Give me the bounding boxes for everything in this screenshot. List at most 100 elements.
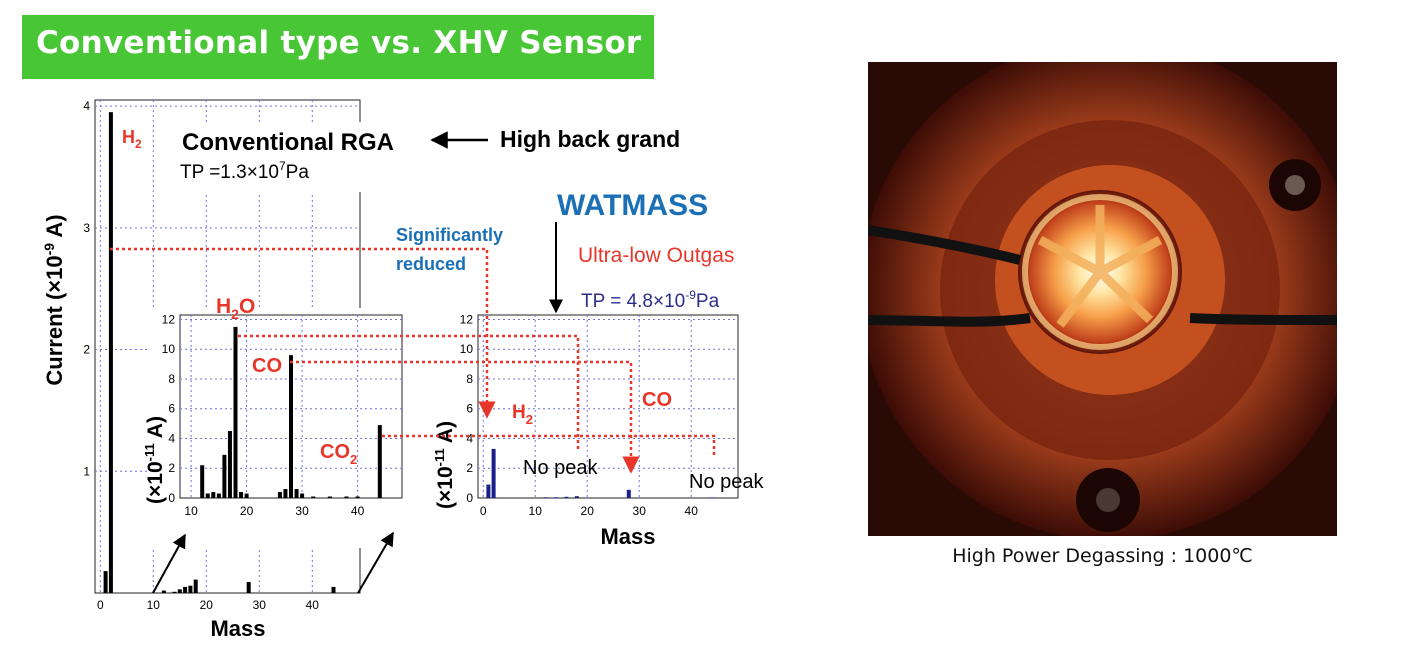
y-tick-label: 4 [466, 431, 473, 445]
watmass-co-label: CO [642, 389, 672, 411]
y-tick-label: 10 [460, 342, 474, 356]
x-tick-label: 20 [200, 598, 214, 612]
x-tick-label: 30 [295, 504, 309, 518]
bar [331, 586, 336, 593]
y-tick-label: 8 [466, 372, 473, 386]
bar [626, 489, 631, 498]
x-tick-label: 0 [97, 598, 104, 612]
bar [564, 496, 569, 498]
watmass-plot-frame [477, 314, 739, 499]
y-tick-label: 2 [466, 461, 473, 475]
bar [244, 493, 249, 498]
inset-y-label: (×10-11 A) [142, 416, 167, 504]
y-tick-label: 2 [168, 461, 175, 475]
watmass-h2-label: H2 [512, 402, 533, 427]
x-tick-label: 10 [184, 504, 198, 518]
y-tick-label: 10 [162, 342, 176, 356]
degassing-photo [868, 62, 1337, 536]
zoom-arrow-left [152, 533, 186, 594]
comparison-connectors [110, 247, 716, 474]
x-tick-label: 40 [351, 504, 365, 518]
x-tick-label: 30 [253, 598, 267, 612]
watmass-bars [486, 448, 714, 499]
watmass-title: WATMASS [557, 189, 708, 222]
y-tick-label: 4 [168, 431, 175, 445]
bar [377, 425, 382, 498]
conventional-rga-label: Conventional RGA [182, 129, 394, 156]
bar [289, 355, 293, 498]
y-tick-label: 6 [168, 402, 175, 416]
bar [227, 431, 232, 498]
bar [108, 112, 113, 593]
watmass-ticks: 0 10 20 30 40 0 2 4 6 8 10 12 [460, 312, 699, 518]
y-tick-label: 2 [83, 343, 90, 357]
bar [277, 492, 282, 498]
bar [283, 489, 288, 498]
zoom-arrow-right [357, 531, 394, 594]
bar [543, 497, 548, 499]
y-tick-label: 4 [83, 99, 90, 113]
bar [294, 489, 299, 498]
x-tick-label: 40 [306, 598, 320, 612]
bar [710, 497, 714, 499]
inset-bars [200, 326, 382, 498]
y-tick-label: 12 [460, 312, 474, 326]
bar [222, 454, 227, 498]
main-h2-label: H2 [122, 127, 142, 151]
main-bars [103, 112, 336, 593]
x-tick-label: 20 [581, 504, 595, 518]
high-back-grand-label: High back grand [500, 126, 680, 152]
bar [172, 591, 177, 593]
watmass-y-label: (×10-11 A) [432, 421, 457, 509]
y-tick-label: 0 [466, 491, 473, 505]
y-tick-label: 1 [83, 464, 90, 478]
x-tick-label: 0 [480, 504, 487, 518]
bar [491, 448, 496, 498]
title-banner: Conventional type vs. XHV Sensor [22, 15, 654, 79]
y-tick-label: 3 [83, 221, 90, 235]
y-tick-label: 6 [466, 402, 473, 416]
bar [161, 590, 166, 593]
reduced-label: reduced [396, 254, 466, 274]
y-tick-label: 12 [162, 312, 176, 326]
bar [311, 496, 316, 498]
conventional-rga-bg [170, 122, 420, 192]
bar [246, 582, 251, 593]
bar [554, 497, 558, 499]
bar [355, 496, 360, 498]
x-tick-label: 30 [633, 504, 647, 518]
no-peak-label-2: No peak [689, 471, 764, 493]
x-tick-label: 40 [685, 504, 699, 518]
bar [486, 484, 491, 498]
bar [205, 493, 210, 498]
inset-co2-label: CO2 [320, 441, 357, 467]
bar [216, 493, 221, 498]
h2-connector [110, 247, 496, 419]
x-tick-label: 10 [529, 504, 543, 518]
inset-h2o-label: H2O [216, 295, 255, 322]
bar [344, 496, 349, 498]
main-x-label: Mass [210, 616, 265, 641]
bar [177, 589, 182, 593]
bar [300, 493, 305, 498]
bar [233, 326, 238, 498]
y-tick-label: 8 [168, 372, 175, 386]
bar [103, 571, 108, 593]
ultra-low-outgas-label: Ultra-low Outgas [578, 244, 734, 267]
x-tick-label: 10 [147, 598, 161, 612]
photo-caption: High Power Degassing : 1000℃ [952, 545, 1253, 567]
co2-connector [382, 434, 716, 458]
bar [183, 586, 188, 593]
bar [574, 496, 579, 498]
bar [211, 492, 216, 498]
bar [188, 585, 193, 593]
tp-conventional: TP =1.3×107Pa [180, 159, 309, 183]
bar [239, 492, 244, 498]
inset-co-label: CO [252, 355, 282, 377]
watmass-grid [478, 315, 738, 498]
